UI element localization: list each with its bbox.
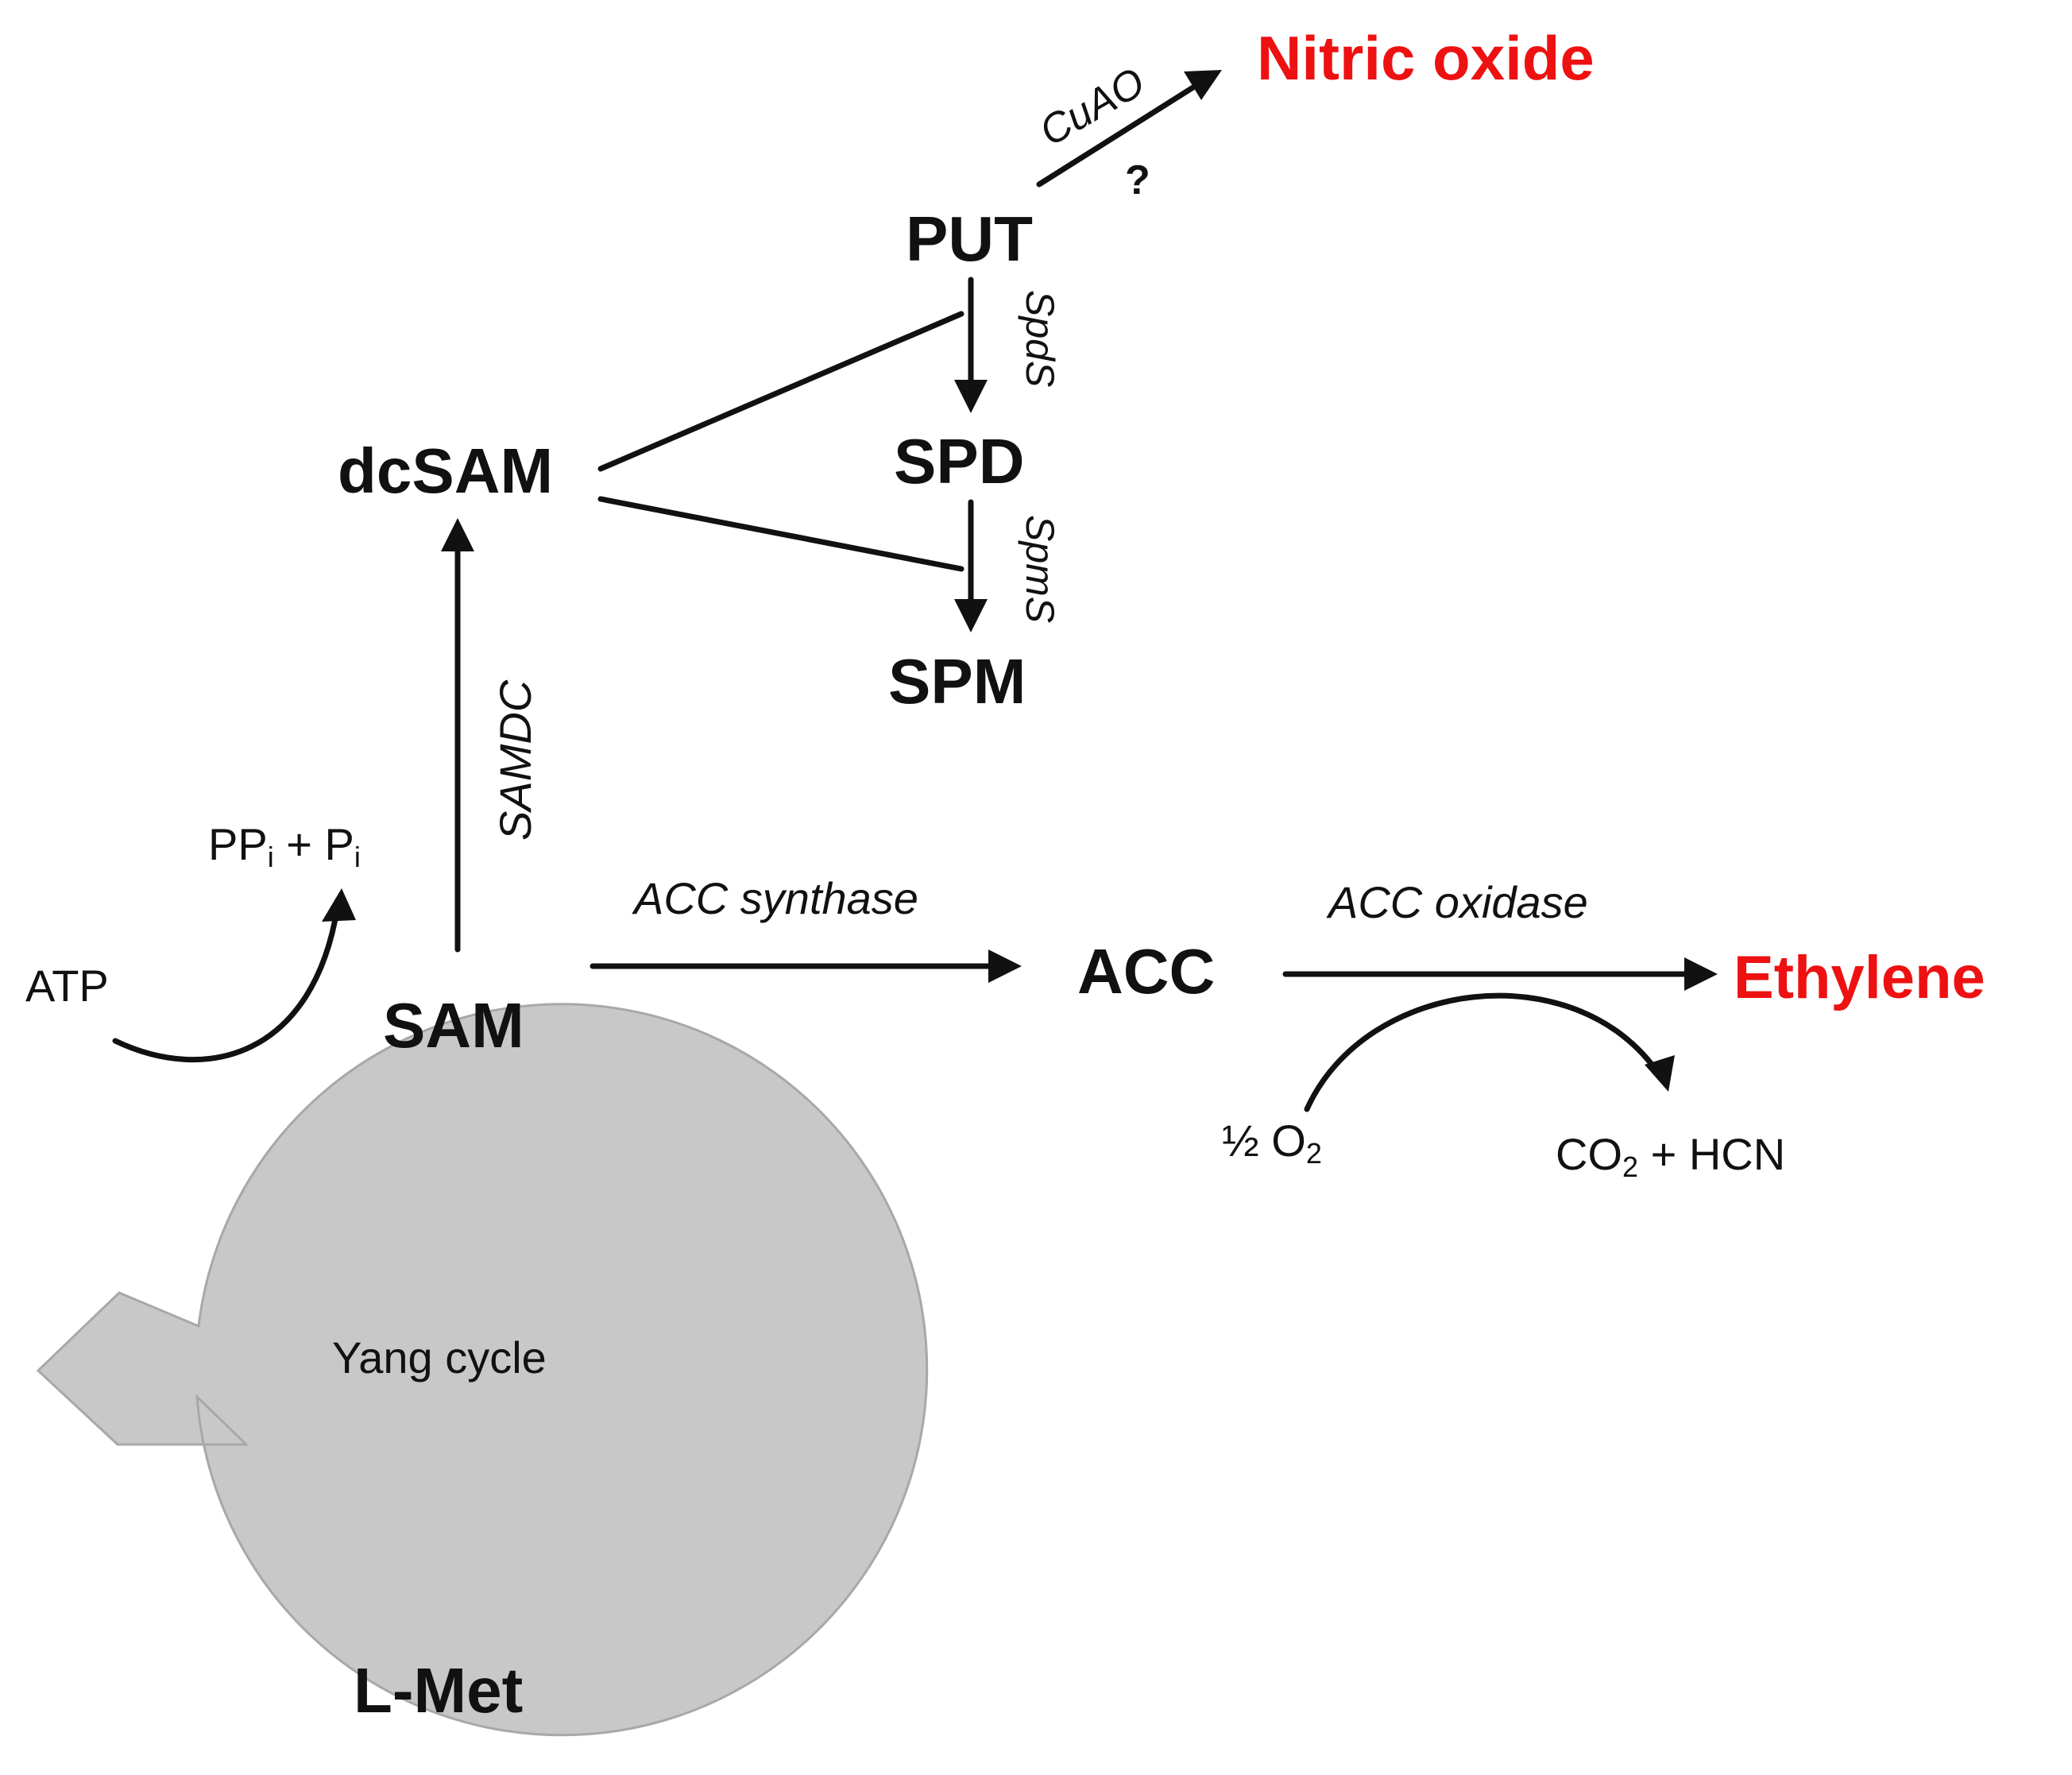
put-to-nitric-oxide-arrowhead	[1184, 70, 1222, 100]
pathway-connectors	[112, 70, 1718, 1112]
plus-sign: +	[274, 819, 325, 869]
half-o-main: ½ O	[1222, 1116, 1306, 1166]
atp-to-ppi-curved-arrow	[112, 903, 341, 1063]
nitric-oxide-label: Nitric oxide	[1257, 23, 1595, 93]
dcsam-to-put-link	[597, 311, 964, 472]
dcsam-to-spd-link	[597, 496, 964, 572]
sam-label: SAM	[383, 990, 524, 1061]
acc-to-ethylene-arrowhead	[1684, 957, 1718, 991]
spds-enzyme-label: SpdS	[1018, 290, 1062, 387]
oxygen-to-co2-arrowhead	[1645, 1055, 1675, 1092]
half-oxygen-label: ½ O2	[1222, 1116, 1322, 1170]
spm-label: SPM	[888, 646, 1026, 717]
yang-cycle-label: Yang cycle	[332, 1332, 547, 1382]
uncertain-question-mark: ?	[1125, 157, 1150, 203]
dcsam-label: dcSAM	[338, 435, 553, 506]
l-met-label: L-Met	[354, 1655, 523, 1726]
oxygen-to-co2-curved-arrow	[1304, 992, 1662, 1112]
yang-cycle-arc	[36, 1003, 929, 1737]
sam-to-dcsam-arrowhead	[441, 518, 474, 551]
co2-subscript: 2	[1622, 1150, 1638, 1183]
put-to-spd-arrowhead	[954, 380, 988, 413]
ppi-subscript: i	[268, 841, 274, 873]
samdc-enzyme-label: SAMDC	[490, 679, 540, 841]
acc-oxidase-enzyme-label: ACC oxidase	[1326, 877, 1588, 927]
spms-enzyme-label: SpmS	[1018, 515, 1062, 623]
yang-cycle-ring	[36, 1003, 929, 1737]
hcn-text: + HCN	[1638, 1129, 1785, 1179]
put-to-nitric-oxide-arrow	[1036, 73, 1214, 188]
acc-label: ACC	[1077, 936, 1215, 1007]
co2-hcn-label: CO2 + HCN	[1556, 1129, 1785, 1183]
put-label: PUT	[906, 203, 1033, 274]
cuao-enzyme-label: CuAO	[1032, 59, 1153, 155]
o2-subscript: 2	[1306, 1137, 1322, 1170]
ppi-main: PP	[208, 819, 268, 869]
ppi-pi-label: PPi + Pi	[208, 819, 361, 873]
spd-label: SPD	[894, 426, 1025, 497]
ethylene-label: Ethylene	[1734, 944, 1985, 1011]
spd-to-spm-arrowhead	[954, 599, 988, 632]
co2-main: CO	[1556, 1129, 1622, 1179]
pi-main: P	[325, 819, 354, 869]
acc-synthase-enzyme-label: ACC synthase	[632, 873, 918, 923]
atp-to-ppi-arrowhead	[322, 888, 356, 922]
atp-label: ATP	[25, 961, 109, 1011]
sam-to-acc-arrowhead	[988, 949, 1022, 983]
pi-subscript: i	[354, 841, 361, 873]
